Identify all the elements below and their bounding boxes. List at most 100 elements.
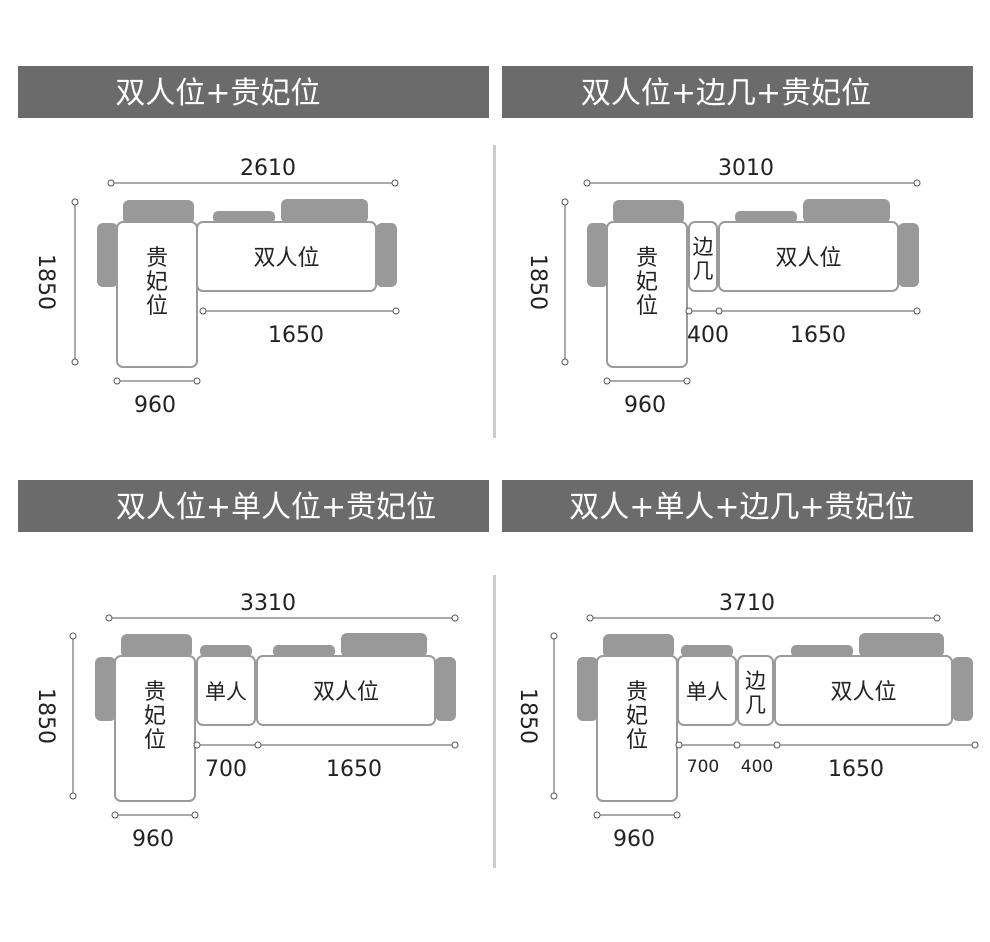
back-cushion xyxy=(735,211,797,223)
depth-dimension xyxy=(69,632,77,800)
panel-header: 双人位+单人位+贵妃位 xyxy=(18,480,489,532)
chaise-seat xyxy=(606,221,688,368)
side-table xyxy=(737,655,774,726)
panel-title: 双人+单人+边几+贵妃位 xyxy=(569,490,914,525)
chaise-width-label: 960 xyxy=(134,393,176,418)
single-module: 单人 xyxy=(196,645,256,726)
chaise-module: 贵妃位 xyxy=(587,200,688,368)
dimension-endpoint xyxy=(391,179,399,187)
loveseat-width-label: 1650 xyxy=(268,323,324,348)
back-cushion xyxy=(121,634,192,658)
chaise-seat xyxy=(596,655,678,802)
depth-dimension xyxy=(561,198,569,366)
dimension-endpoint xyxy=(254,741,262,749)
dimension-endpoint xyxy=(673,811,681,819)
total-width-label: 3010 xyxy=(718,156,774,181)
loveseat-label: 双人位 xyxy=(313,680,379,705)
left-armrest xyxy=(577,657,598,721)
header-bar xyxy=(18,480,489,532)
side-table-label: 边几 xyxy=(693,235,714,283)
chaise-module: 贵妃位 xyxy=(95,634,196,802)
dimension-endpoint xyxy=(733,741,741,749)
single-width-label: 700 xyxy=(687,757,719,777)
panel-header: 双人位+贵妃位 xyxy=(18,66,489,118)
chaise-module: 贵妃位 xyxy=(97,200,198,368)
chaise-seat xyxy=(114,655,196,802)
loveseat-module: 双人位 xyxy=(256,633,436,726)
dimension-endpoint xyxy=(105,614,113,622)
header-bar xyxy=(502,480,973,532)
dimension-endpoint xyxy=(71,358,79,366)
module-width-dimension xyxy=(193,741,459,749)
loveseat-width-label: 1650 xyxy=(790,323,846,348)
chaise-label: 贵妃位 xyxy=(144,680,166,753)
dimension-endpoint xyxy=(683,377,691,385)
depth-label: 1850 xyxy=(33,688,58,744)
single-module: 单人 xyxy=(677,645,737,726)
chaise-width-dimension xyxy=(603,377,691,385)
panel-header: 双人位+边几+贵妃位 xyxy=(502,66,973,118)
chaise-label: 贵妃位 xyxy=(636,246,658,319)
chaise-module: 贵妃位 xyxy=(577,634,678,802)
module-width-dimension xyxy=(685,307,921,315)
left-armrest xyxy=(97,223,118,287)
dimension-endpoint xyxy=(603,377,611,385)
dimension-endpoint xyxy=(971,741,979,749)
total-width-dimension xyxy=(583,179,921,187)
dimension-endpoint xyxy=(593,811,601,819)
panel-header: 双人+单人+边几+贵妃位 xyxy=(502,480,973,532)
chaise-width-dimension xyxy=(113,377,201,385)
dimension-endpoint xyxy=(193,377,201,385)
back-cushion xyxy=(803,199,890,223)
dimension-endpoint xyxy=(199,307,207,315)
right-armrest xyxy=(898,223,919,287)
module-width-dimension xyxy=(675,741,979,749)
divider xyxy=(493,145,496,438)
single-label: 单人 xyxy=(205,680,247,704)
loveseat-label: 双人位 xyxy=(775,246,841,271)
loveseat-module: 双人位 xyxy=(718,199,899,292)
chaise-label: 贵妃位 xyxy=(146,246,168,319)
chaise-width-dimension xyxy=(593,811,681,819)
dimension-endpoint xyxy=(913,307,921,315)
chaise-width-label: 960 xyxy=(613,827,655,852)
back-cushion xyxy=(681,645,733,657)
total-width-dimension xyxy=(107,179,399,187)
loveseat-width-label: 1650 xyxy=(828,757,884,782)
total-width-dimension xyxy=(105,614,459,622)
dimension-endpoint xyxy=(191,811,199,819)
dimension-endpoint xyxy=(675,741,683,749)
dimension-endpoint xyxy=(451,741,459,749)
chaise-width-dimension xyxy=(111,811,199,819)
depth-label: 1850 xyxy=(525,254,550,310)
panel-title: 双人位+贵妃位 xyxy=(115,76,320,111)
left-armrest xyxy=(95,657,116,721)
header-bar xyxy=(18,66,489,118)
dimension-endpoint xyxy=(586,614,594,622)
dimension-endpoint xyxy=(913,179,921,187)
dimension-endpoint xyxy=(583,179,591,187)
dimension-endpoint xyxy=(111,811,119,819)
depth-dimension xyxy=(71,198,79,366)
chaise-seat xyxy=(116,221,198,368)
dimension-endpoint xyxy=(451,614,459,622)
right-armrest xyxy=(952,657,973,721)
single-seat xyxy=(196,655,256,726)
side-table-width-label: 400 xyxy=(687,323,729,348)
chaise-width-label: 960 xyxy=(132,827,174,852)
depth-dimension xyxy=(550,632,558,800)
loveseat-label: 双人位 xyxy=(253,246,319,271)
back-cushion xyxy=(613,200,684,224)
side-table-module: 边几 xyxy=(688,221,718,292)
single-seat xyxy=(677,655,737,726)
back-cushion xyxy=(791,645,853,657)
header-bar xyxy=(502,66,973,118)
loveseat-module: 双人位 xyxy=(196,199,377,292)
chaise-label: 贵妃位 xyxy=(626,680,648,753)
single-label: 单人 xyxy=(686,680,728,704)
back-cushion xyxy=(123,200,194,224)
